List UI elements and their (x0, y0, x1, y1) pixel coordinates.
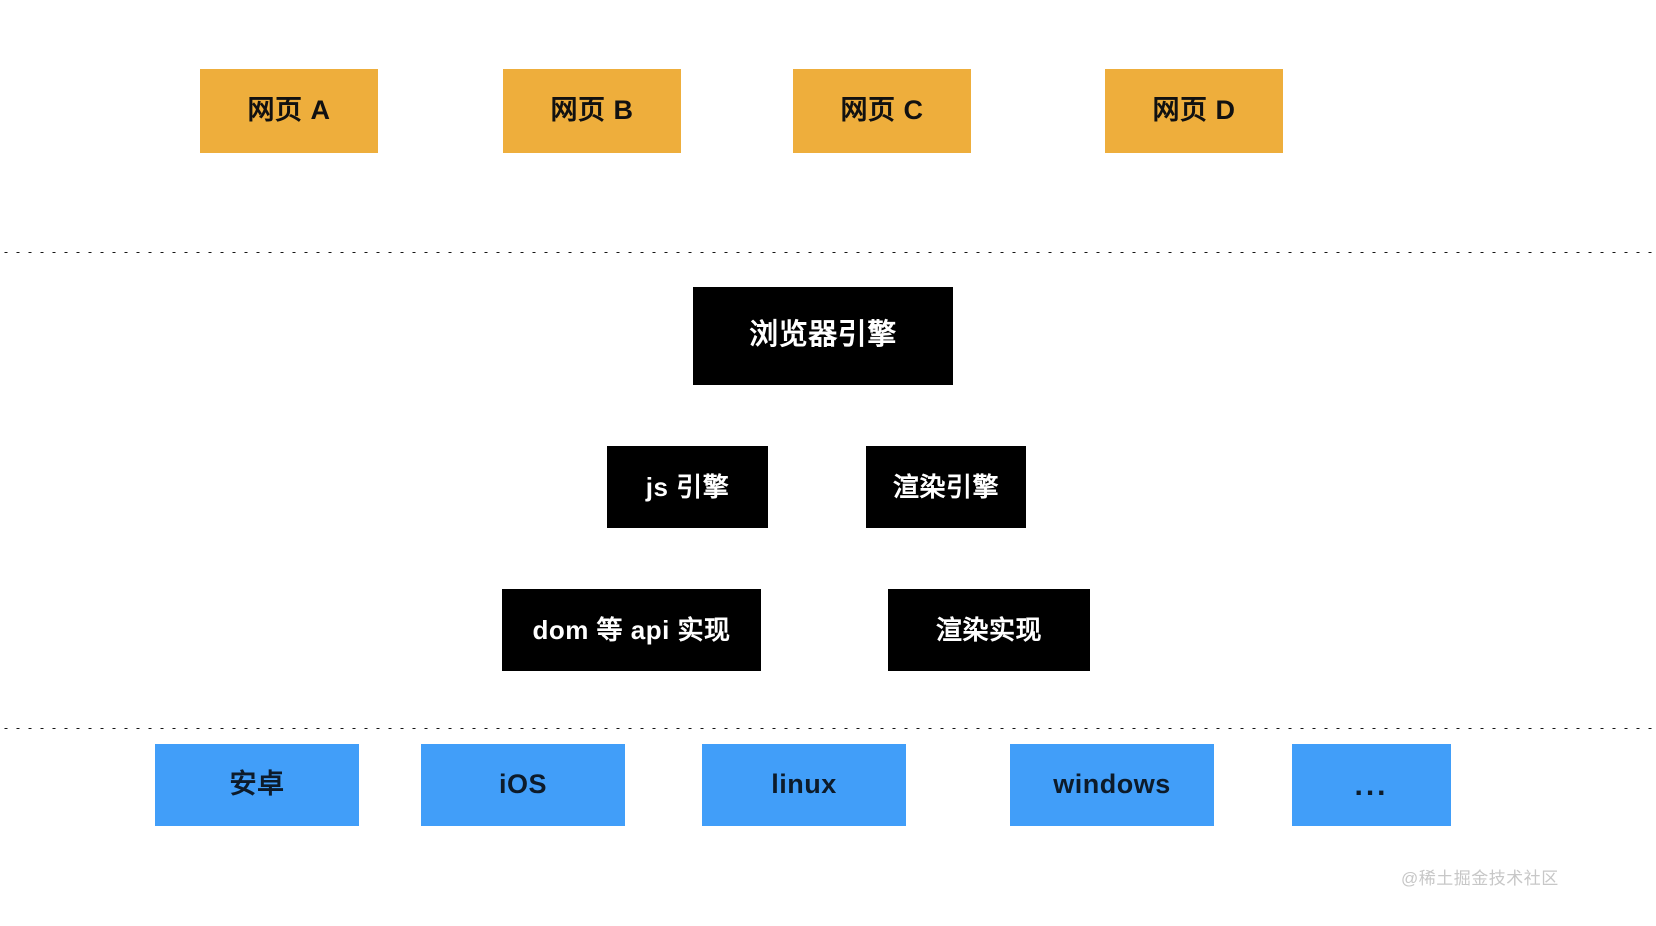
render-engine-label: 渲染引擎 (892, 471, 999, 502)
web-page-label-d: 网页 D (1152, 95, 1236, 126)
os-box-linux: linux (702, 744, 906, 826)
web-page-label-b: 网页 B (550, 95, 634, 126)
divider-top (0, 250, 1656, 255)
web-page-box-d: 网页 D (1105, 69, 1283, 153)
browser-engine-box: 浏览器引擎 (693, 287, 953, 385)
render-impl-label: 渲染实现 (935, 614, 1042, 645)
os-box-more: ... (1292, 744, 1451, 826)
js-engine-box: js 引擎 (607, 446, 768, 528)
os-label-linux: linux (771, 769, 837, 800)
divider-bottom (0, 726, 1656, 731)
dom-api-impl-label: dom 等 api 实现 (532, 614, 731, 645)
os-label-android: 安卓 (229, 769, 285, 800)
os-box-windows: windows (1010, 744, 1214, 826)
web-page-box-c: 网页 C (793, 69, 971, 153)
os-label-ios: iOS (498, 769, 547, 800)
render-engine-box: 渲染引擎 (866, 446, 1026, 528)
web-page-box-b: 网页 B (503, 69, 681, 153)
watermark: @稀土掘金技术社区 (1401, 869, 1559, 888)
os-box-android: 安卓 (155, 744, 359, 826)
browser-engine-label: 浏览器引擎 (749, 319, 897, 352)
web-page-label-a: 网页 A (247, 95, 331, 126)
js-engine-label: js 引擎 (645, 471, 730, 502)
render-impl-box: 渲染实现 (888, 589, 1090, 671)
dom-api-impl-box: dom 等 api 实现 (502, 589, 761, 671)
os-box-ios: iOS (421, 744, 625, 826)
web-page-box-a: 网页 A (200, 69, 378, 153)
web-page-label-c: 网页 C (840, 95, 924, 126)
os-label-windows: windows (1053, 769, 1171, 800)
os-label-more: ... (1354, 768, 1389, 802)
